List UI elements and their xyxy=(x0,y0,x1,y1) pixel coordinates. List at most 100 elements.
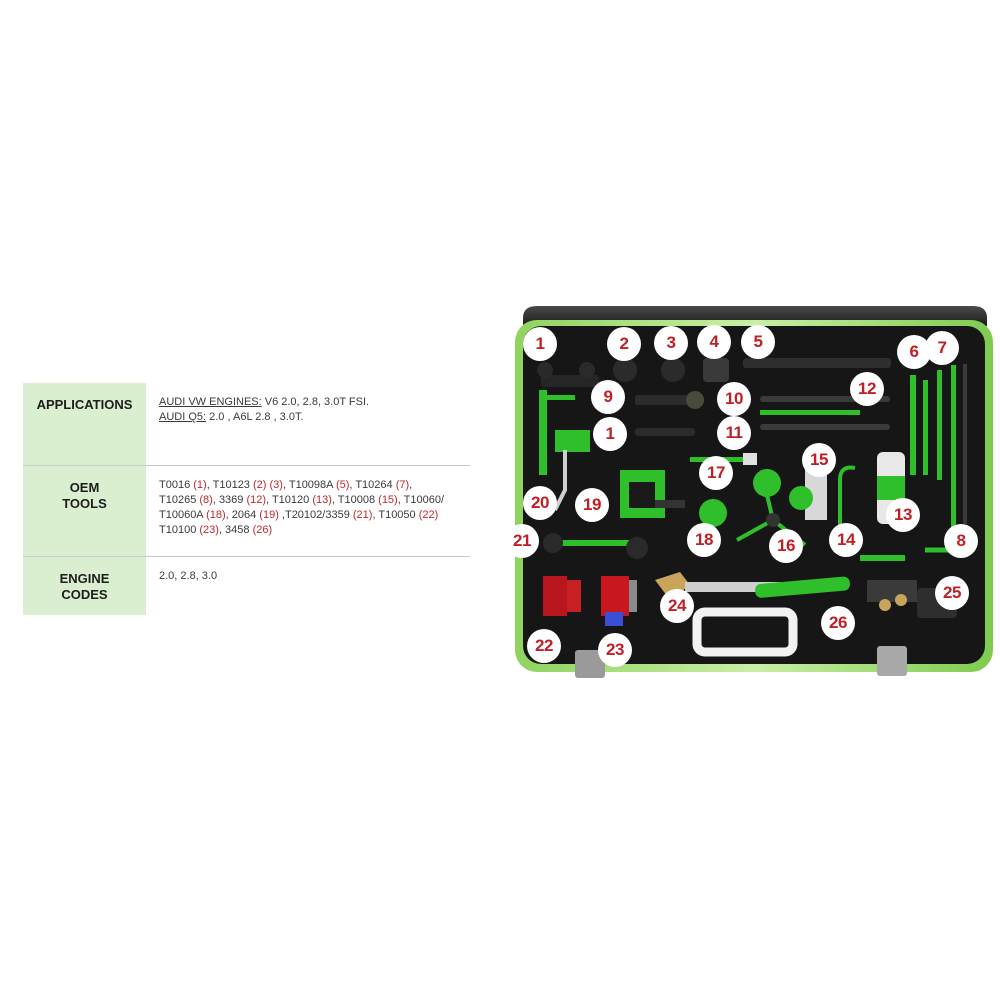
applications-vw-prefix: AUDI VW ENGINES: xyxy=(159,396,262,408)
case-foam-interior xyxy=(523,326,985,664)
badge-10: 10 xyxy=(717,382,751,416)
badge-4: 4 xyxy=(697,325,731,359)
oem-label-line-1: OEM xyxy=(69,480,100,495)
oem-tool-code: , T10264 xyxy=(349,479,396,491)
badge-13: 13 xyxy=(886,498,920,532)
tool-12-rod-2 xyxy=(760,424,890,430)
oem-ref-number: (19) xyxy=(259,509,279,521)
tool-6-7-pins xyxy=(910,364,967,545)
badge-17: 17 xyxy=(699,456,733,490)
oem-tool-code: , T10123 xyxy=(206,479,253,491)
oem-tools-value: T0016 (1), T10123 (2) (3), T10098A (5), … xyxy=(146,466,470,556)
applications-line-1: AUDI VW ENGINES: V6 2.0, 2.8, 3.0T FSI. xyxy=(159,395,470,410)
applications-vw-rest: V6 2.0, 2.8, 3.0T FSI. xyxy=(261,396,370,408)
applications-value: AUDI VW ENGINES: V6 2.0, 2.8, 3.0T FSI. … xyxy=(146,383,470,465)
engine-codes-row: ENGINE CODES 2.0, 2.8, 3.0 xyxy=(23,557,470,615)
oem-tool-code: T10265 xyxy=(159,494,200,506)
tool-20-rod xyxy=(553,450,567,511)
oem-tools-line: T0016 (1), T10123 (2) (3), T10098A (5), … xyxy=(159,478,470,493)
badge-2: 2 xyxy=(607,327,641,361)
tool-9-pin xyxy=(635,395,695,405)
hinge-left xyxy=(575,650,605,678)
tool-1-bracket xyxy=(537,362,599,475)
applications-label-text: APPLICATIONS xyxy=(36,397,133,412)
tool-11-bolt xyxy=(635,428,695,436)
oem-tool-code: , T10008 xyxy=(331,494,379,506)
badge-11: 11 xyxy=(717,416,751,450)
badge-21: 21 xyxy=(505,524,539,558)
oem-ref-number: (26) xyxy=(252,524,273,536)
tool-21-lever xyxy=(545,540,645,546)
hinge-right xyxy=(877,646,907,676)
engine-codes-text: 2.0, 2.8, 3.0 xyxy=(159,570,218,582)
tool-case-illustration xyxy=(515,306,993,678)
oem-ref-number: (22) xyxy=(418,509,439,521)
tool-16-disk-a xyxy=(753,469,781,497)
badge-16: 16 xyxy=(769,529,803,563)
applications-q5-prefix: AUDI Q5: xyxy=(159,411,207,423)
oem-tool-code: , 3458 xyxy=(218,524,253,536)
badge-1a: 1 xyxy=(523,327,557,361)
badge-3: 3 xyxy=(654,326,688,360)
oem-ref-number: (13) xyxy=(312,494,332,506)
tool-16-disk-b xyxy=(789,486,813,510)
tool-22-block xyxy=(543,576,567,616)
tool-12-rod-green xyxy=(760,410,860,415)
badge-23: 23 xyxy=(598,633,632,667)
badge-12: 12 xyxy=(850,372,884,406)
badge-15: 15 xyxy=(802,443,836,477)
oem-ref-number: (1) xyxy=(193,479,207,491)
oem-ref-number: (21) xyxy=(352,509,373,521)
applications-q5-rest: 2.0 , A6L 2.8 , 3.0T. xyxy=(206,411,304,423)
engine-codes-label: ENGINE CODES xyxy=(23,557,146,615)
oem-ref-number: (7) xyxy=(395,479,410,491)
tool-23-block xyxy=(601,576,629,616)
oem-ref-number: (15) xyxy=(378,494,398,506)
oem-ref-number: (5) xyxy=(335,479,350,491)
badge-22: 22 xyxy=(527,629,561,663)
applications-label: APPLICATIONS xyxy=(23,383,146,465)
oem-tool-code: , 2064 xyxy=(225,509,260,521)
oem-label-line-2: TOOLS xyxy=(62,496,107,511)
oem-tool-code: , T10098A xyxy=(282,479,336,491)
oem-tool-code: , T10060/ xyxy=(397,494,444,506)
tool-24-head xyxy=(655,572,690,600)
engine-codes-value: 2.0, 2.8, 3.0 xyxy=(146,557,470,615)
tool-18-disk xyxy=(699,499,727,527)
oem-ref-number: (23) xyxy=(199,524,219,536)
badge-8: 8 xyxy=(944,524,978,558)
oem-tool-code: T0016 xyxy=(159,479,194,491)
applications-line-2: AUDI Q5: 2.0 , A6L 2.8 , 3.0T. xyxy=(159,410,470,425)
oem-tools-label: OEM TOOLS xyxy=(23,466,146,556)
oem-tool-code: T10100 xyxy=(159,524,200,536)
tool-2-3-4-sockets xyxy=(613,358,729,382)
oem-ref-number: (2) (3) xyxy=(252,479,283,491)
oem-ref-number: (12) xyxy=(246,494,267,506)
oem-tool-code: T10060A xyxy=(159,509,207,521)
badge-18: 18 xyxy=(687,523,721,557)
oem-tools-line: T10265 (8), 3369 (12), T10120 (13), T100… xyxy=(159,493,470,508)
oem-tool-code: , xyxy=(409,479,413,491)
badge-14: 14 xyxy=(829,523,863,557)
oem-tools-line: T10060A (18), 2064 (19) ,T20102/3359 (21… xyxy=(159,508,470,523)
oem-tools-line: T10100 (23), 3458 (26) xyxy=(159,523,470,538)
case-handle xyxy=(692,607,798,657)
badge-5: 5 xyxy=(741,325,775,359)
oem-tool-code: ,T20102/3359 xyxy=(278,509,353,521)
badge-7: 7 xyxy=(925,331,959,365)
badge-19: 19 xyxy=(575,488,609,522)
tool-5-bar xyxy=(743,358,891,368)
badge-25: 25 xyxy=(935,576,969,610)
engine-label-line-2: CODES xyxy=(61,587,108,602)
tool-25-26-tensioner xyxy=(867,580,957,618)
oem-tool-code: , T10050 xyxy=(372,509,419,521)
oem-tools-row: OEM TOOLS T0016 (1), T10123 (2) (3), T10… xyxy=(23,466,470,557)
oem-tool-code: , T10120 xyxy=(266,494,313,506)
badge-1b: 1 xyxy=(593,417,627,451)
applications-row: APPLICATIONS AUDI VW ENGINES: V6 2.0, 2.… xyxy=(23,383,470,466)
badge-9: 9 xyxy=(591,380,625,414)
oem-ref-number: (8) xyxy=(199,494,213,506)
tool-case-photo: 1 2 3 4 5 6 7 9 10 12 1 11 15 17 20 19 1… xyxy=(505,300,1000,685)
spec-table: APPLICATIONS AUDI VW ENGINES: V6 2.0, 2.… xyxy=(23,383,470,615)
engine-label-line-1: ENGINE xyxy=(59,571,110,586)
